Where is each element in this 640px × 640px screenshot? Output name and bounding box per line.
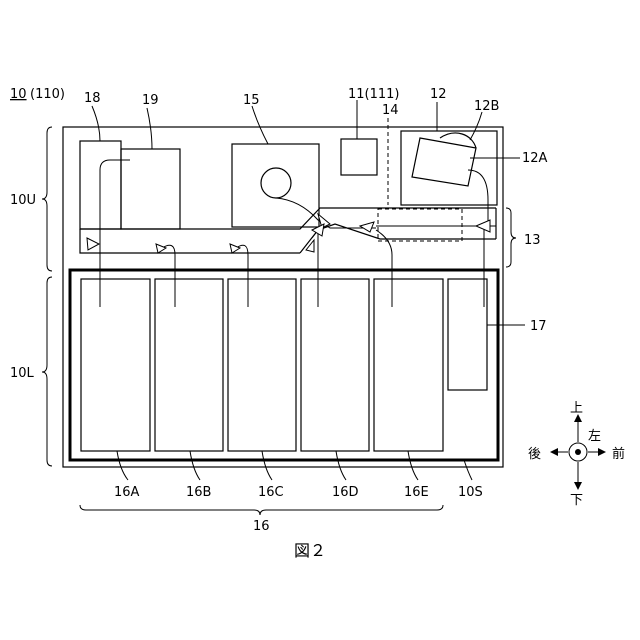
lower-tray-10s	[70, 270, 498, 460]
tube-front	[484, 226, 496, 307]
label-16b: 16B	[186, 485, 211, 500]
label-15: 15	[243, 93, 260, 108]
container-16d	[301, 279, 369, 451]
unit-15	[232, 144, 319, 227]
direction-compass: 上 左 後 前 下	[528, 401, 625, 508]
label-16a: 16A	[114, 485, 140, 500]
label-11: 11(111)	[348, 87, 400, 102]
label-14: 14	[382, 103, 399, 118]
module-13-dashed	[378, 209, 462, 241]
container-17	[448, 279, 487, 390]
label-10u: 10U	[10, 193, 36, 208]
valve-2	[156, 244, 166, 253]
arrow-front-icon	[598, 448, 606, 456]
valve-8	[476, 220, 490, 232]
leader-16d	[336, 451, 346, 480]
leader-16e	[408, 451, 418, 480]
container-16b	[155, 279, 223, 451]
leader-16b	[190, 451, 200, 480]
figure-caption: 図２	[294, 541, 326, 560]
label-19: 19	[142, 93, 159, 108]
label-10s: 10S	[458, 485, 483, 500]
cartridge-12b-cap	[440, 133, 476, 148]
leader-19	[147, 108, 152, 149]
label-17: 17	[530, 319, 547, 334]
label-16: 16	[253, 519, 270, 534]
container-16c	[228, 279, 296, 451]
arrow-down-icon	[574, 482, 582, 490]
leader-16a	[117, 451, 128, 480]
tube-16c	[236, 245, 248, 307]
label-12: 12	[430, 87, 447, 102]
container-16e	[374, 279, 443, 451]
unit-19	[121, 149, 180, 229]
valve-3	[230, 244, 240, 253]
cartridge-compartment	[401, 131, 497, 205]
label-12a: 12A	[522, 151, 548, 166]
direction-down: 下	[570, 493, 583, 508]
label-16d: 16D	[332, 485, 359, 500]
label-18: 18	[84, 91, 101, 106]
label-device-alt: (110)	[30, 87, 65, 102]
valve-1	[87, 238, 99, 250]
direction-front: 前	[612, 446, 625, 462]
unit-11	[341, 139, 377, 175]
label-16c: 16C	[258, 485, 284, 500]
cartridge-12a	[412, 138, 476, 186]
direction-up: 上	[570, 401, 583, 416]
housing-outline	[63, 127, 503, 467]
channel-bottom	[300, 224, 496, 253]
tube-16b	[162, 245, 175, 307]
compass-dot	[575, 449, 581, 455]
tube-cartridge	[376, 170, 488, 226]
leader-10s	[464, 460, 472, 480]
valve-4	[306, 240, 314, 252]
valve-7	[360, 222, 374, 232]
brace-16	[80, 505, 443, 515]
brace-10l	[42, 277, 52, 466]
leader-15	[252, 106, 268, 144]
direction-back: 後	[528, 447, 541, 462]
label-device: 10	[10, 87, 27, 102]
direction-left: 左	[588, 429, 601, 444]
arrow-back-icon	[550, 448, 558, 456]
brace-13	[506, 208, 516, 267]
tube-18	[100, 160, 130, 307]
channel	[80, 229, 300, 253]
leader-18	[92, 106, 100, 141]
label-13: 13	[524, 233, 541, 248]
brace-10u	[42, 127, 52, 271]
pump-roller	[261, 168, 291, 198]
leader-12b	[470, 112, 482, 140]
label-12b: 12B	[474, 99, 499, 114]
container-16a	[81, 279, 150, 451]
label-16e: 16E	[404, 485, 429, 500]
leader-16c	[262, 451, 272, 480]
label-10l: 10L	[10, 366, 35, 381]
